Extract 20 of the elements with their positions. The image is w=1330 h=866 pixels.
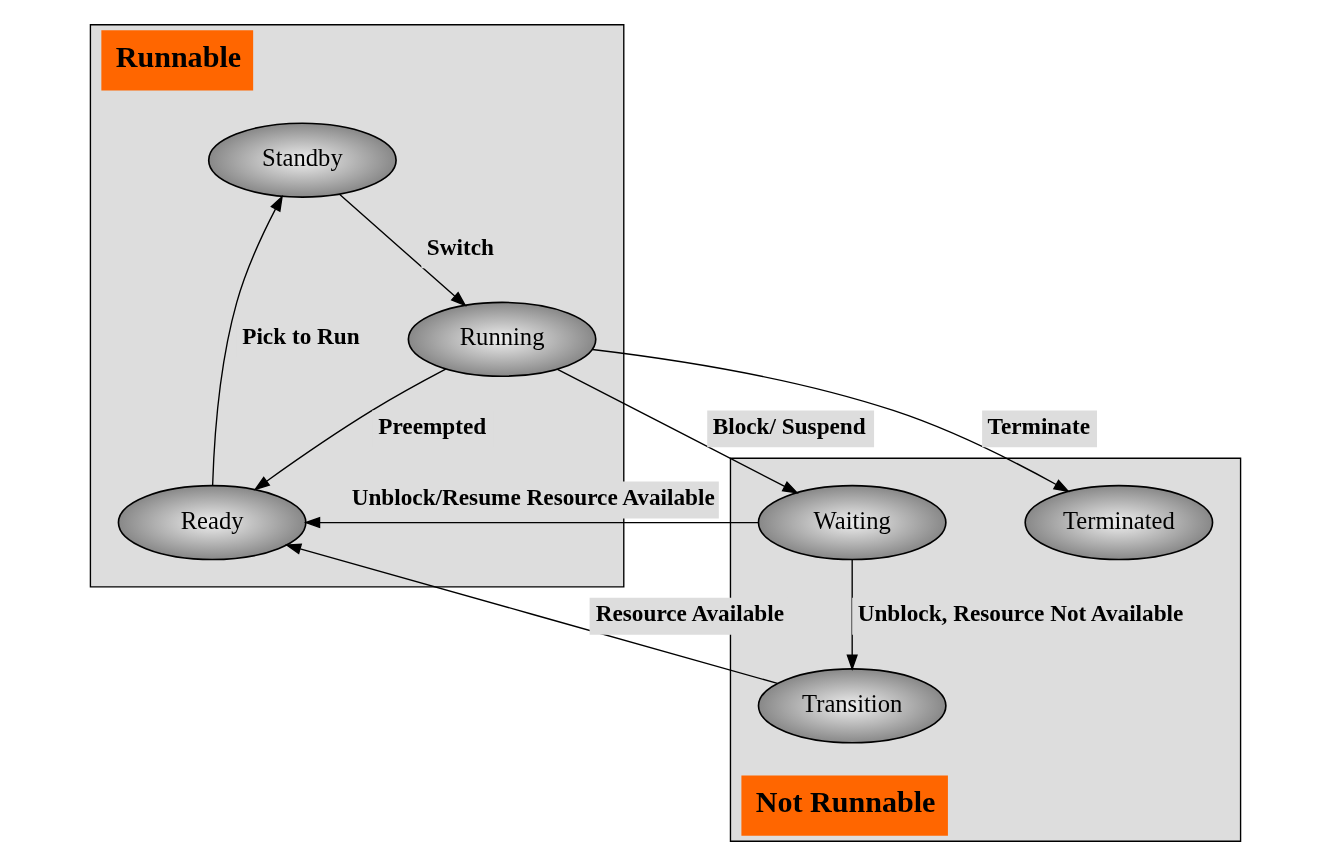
edge-label: Preempted — [377, 412, 486, 439]
node-ellipse: Transition — [757, 668, 947, 744]
arrow — [211, 194, 283, 486]
node-ellipse: Terminated — [1023, 484, 1213, 561]
edge-label: Terminate — [987, 412, 1090, 439]
arrow — [591, 348, 1070, 493]
edge-label: Unblock, Resource Not Available — [857, 600, 1183, 627]
node-ellipse: Waiting — [757, 484, 947, 561]
node-ellipse: Standby — [207, 122, 397, 198]
arrow — [338, 193, 467, 307]
node-ellipse: Ready — [117, 484, 307, 561]
arrow — [284, 543, 778, 685]
edge-label: Switch — [426, 233, 494, 260]
arrow — [845, 558, 858, 671]
arrow — [556, 368, 799, 494]
node-ellipse: Running — [407, 301, 597, 378]
arrow — [303, 516, 759, 529]
edge-label: Block/ Suspend — [712, 412, 866, 439]
edge-label: Pick to Run — [241, 323, 360, 350]
arrow — [253, 368, 446, 491]
